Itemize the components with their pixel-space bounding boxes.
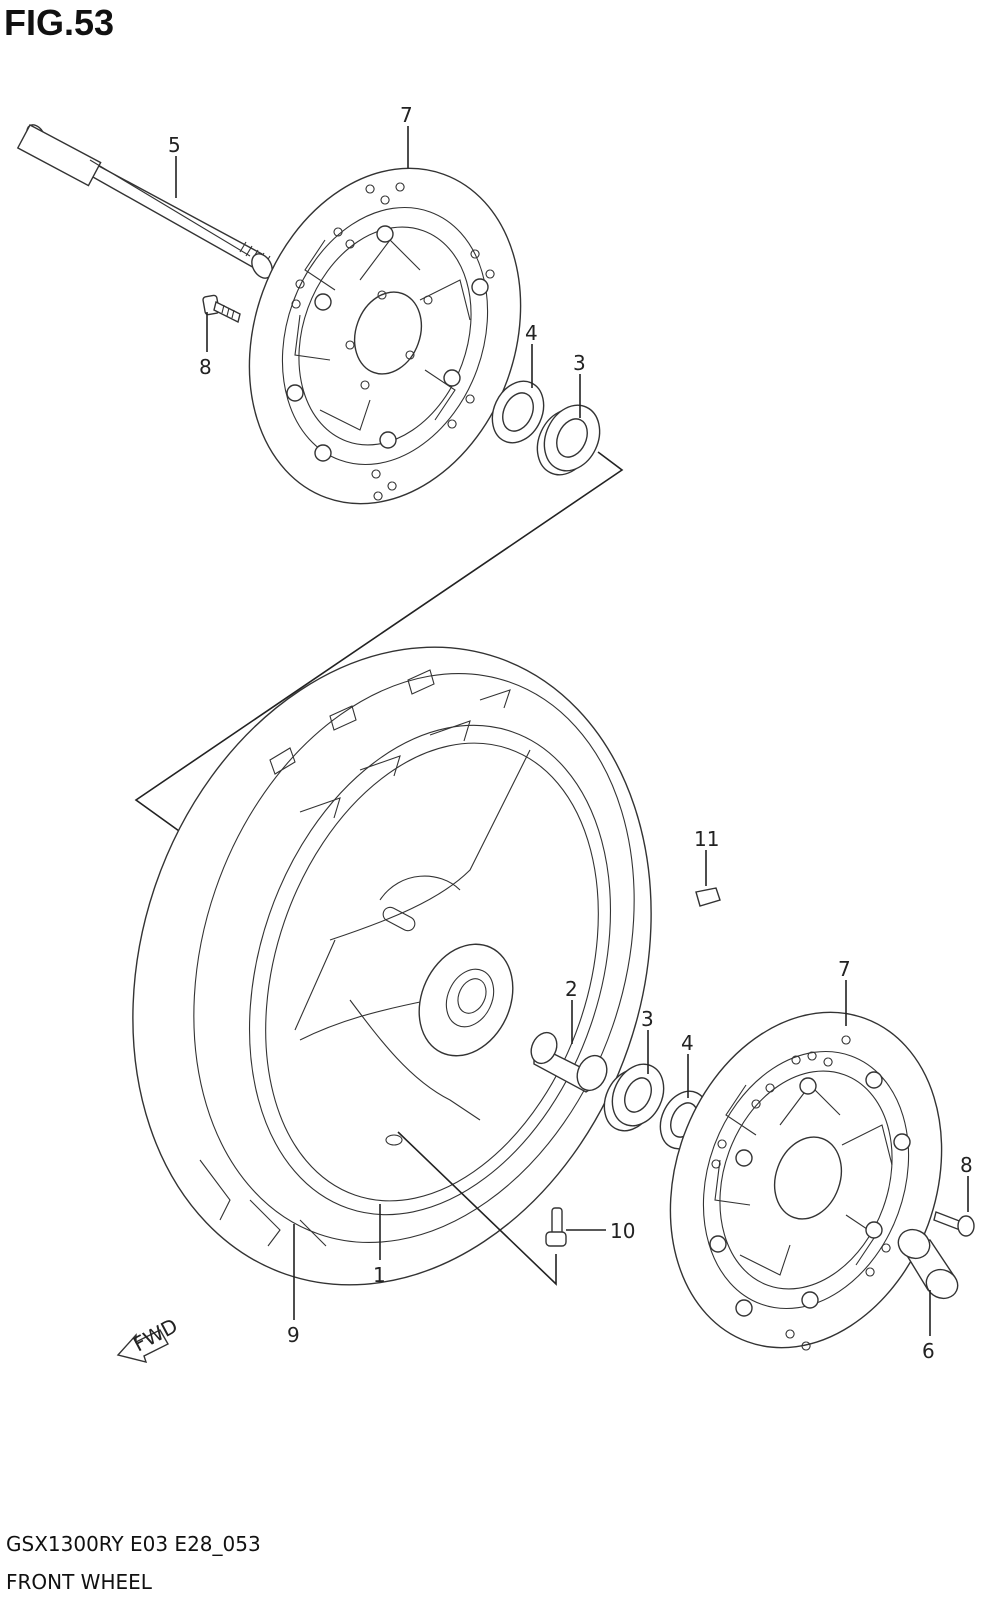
dust-seal-upper[interactable] [483, 373, 554, 451]
bearing-lower[interactable] [595, 1056, 674, 1139]
brake-disc-left[interactable] [204, 130, 566, 542]
callout-7-upper: 7 [400, 103, 413, 127]
callout-7-lower: 7 [838, 957, 851, 981]
disc-bolt-upper[interactable] [202, 294, 241, 324]
callout-10: 10 [610, 1219, 635, 1243]
disc-bolt-lower[interactable] [933, 1211, 975, 1237]
wheel-spacer[interactable] [526, 1028, 612, 1095]
callout-1: 1 [373, 1263, 386, 1287]
callout-5: 5 [168, 133, 181, 157]
callout-8-upper: 8 [199, 355, 212, 379]
assembly-projection-line [134, 451, 624, 837]
callout-11: 11 [694, 827, 719, 851]
callout-4-upper: 4 [525, 321, 538, 345]
model-code: GSX1300RY E03 E28_053 [6, 1532, 261, 1556]
front-axle[interactable] [16, 122, 277, 282]
callout-9: 9 [287, 1323, 300, 1347]
section-name: FRONT WHEEL [6, 1570, 152, 1594]
forward-direction-arrow: FWD [116, 1313, 182, 1363]
callout-8-lower: 8 [960, 1153, 973, 1177]
axle-collar[interactable] [894, 1225, 963, 1304]
callout-2: 2 [565, 977, 578, 1001]
callout-3-lower: 3 [641, 1007, 654, 1031]
callout-6: 6 [922, 1339, 935, 1363]
tire-valve[interactable] [545, 1207, 567, 1247]
callout-labels: 7 5 8 4 3 11 2 3 4 7 8 10 1 9 6 [168, 103, 973, 1363]
callout-4-lower: 4 [681, 1031, 694, 1055]
callout-3-upper: 3 [573, 351, 586, 375]
front-wheel-assembly[interactable] [49, 576, 734, 1355]
leader-lines [175, 126, 969, 1336]
balance-weight[interactable] [695, 887, 721, 907]
figure-title: FIG.53 [4, 2, 115, 43]
brake-disc-right[interactable] [625, 974, 987, 1386]
